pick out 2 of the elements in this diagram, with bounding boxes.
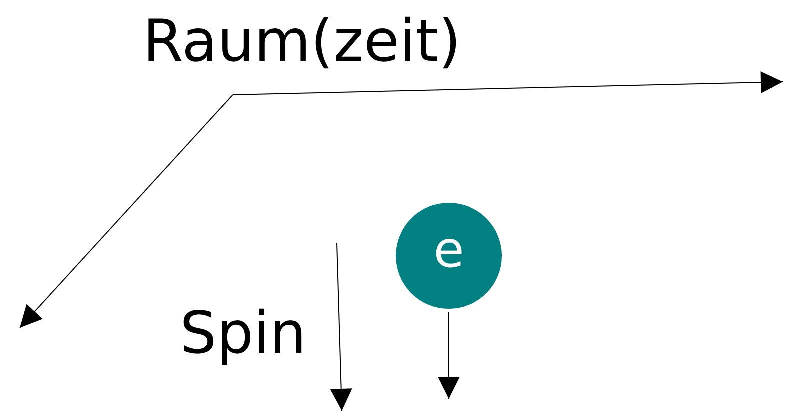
axis-label: Raum(zeit) [143, 12, 462, 70]
particle-symbol: e [432, 225, 466, 275]
